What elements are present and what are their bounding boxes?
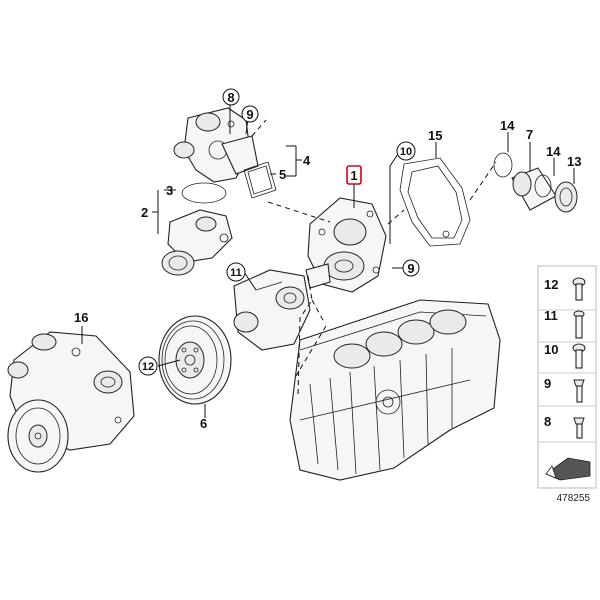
water-pump-assembly	[7, 331, 135, 473]
drive-pulley	[158, 315, 232, 405]
svg-text:11: 11	[544, 308, 558, 323]
fastener-legend: 12 11 10 9	[537, 265, 597, 489]
svg-text:10: 10	[544, 342, 558, 357]
pulley-bracket	[233, 269, 311, 351]
svg-text:12: 12	[142, 361, 154, 373]
thermostat-assembly	[161, 182, 233, 276]
bolt-9-icon	[573, 379, 585, 403]
water-pump	[305, 197, 387, 293]
callout-14-b: 14	[546, 144, 561, 159]
assembly-dashed-lines	[251, 119, 497, 397]
callout-14-a: 14	[500, 118, 515, 133]
leader-lines	[81, 104, 575, 418]
callout-3: 3	[166, 183, 173, 198]
reference-number: 478255	[557, 493, 591, 504]
svg-text:12: 12	[544, 277, 558, 292]
callout-13: 13	[567, 154, 581, 169]
legend-row-11: 11	[544, 308, 585, 339]
gasket-square	[243, 161, 277, 199]
svg-text:10: 10	[400, 146, 412, 158]
bolt-8-icon	[573, 417, 585, 439]
callout-15: 15	[428, 128, 442, 143]
bolt-12-icon	[572, 277, 586, 301]
callout-9-top: 9	[241, 105, 259, 123]
bolt-10-icon	[572, 343, 586, 369]
callout-16: 16	[74, 310, 88, 325]
pump-gasket	[399, 157, 471, 247]
callout-1-highlighted: 1	[346, 165, 362, 185]
legend-row-8: 8	[544, 414, 585, 439]
pipe-connector	[493, 152, 578, 213]
callout-11: 11	[226, 262, 246, 282]
legend-row-9: 9	[544, 376, 585, 403]
callout-8-top: 8	[222, 88, 240, 106]
thermostat-housing	[173, 107, 259, 183]
callout-5: 5	[279, 167, 286, 182]
bolt-11-icon	[573, 310, 585, 339]
callout-10: 10	[396, 141, 416, 161]
callout-9-mid: 9	[402, 259, 420, 277]
svg-text:9: 9	[407, 261, 414, 276]
callout-2: 2	[141, 205, 148, 220]
callout-12: 12	[138, 356, 158, 376]
legend-row-12: 12	[544, 277, 586, 301]
callout-7: 7	[526, 127, 533, 142]
svg-text:9: 9	[246, 107, 253, 122]
engine-block	[289, 299, 501, 481]
svg-text:8: 8	[227, 90, 234, 105]
svg-text:8: 8	[544, 414, 551, 429]
callout-4: 4	[303, 153, 311, 168]
svg-text:11: 11	[230, 267, 242, 279]
svg-text:9: 9	[544, 376, 551, 391]
svg-text:1: 1	[350, 168, 357, 183]
arrow-icon	[545, 457, 591, 481]
callout-6: 6	[200, 416, 207, 431]
legend-row-10: 10	[544, 342, 586, 369]
